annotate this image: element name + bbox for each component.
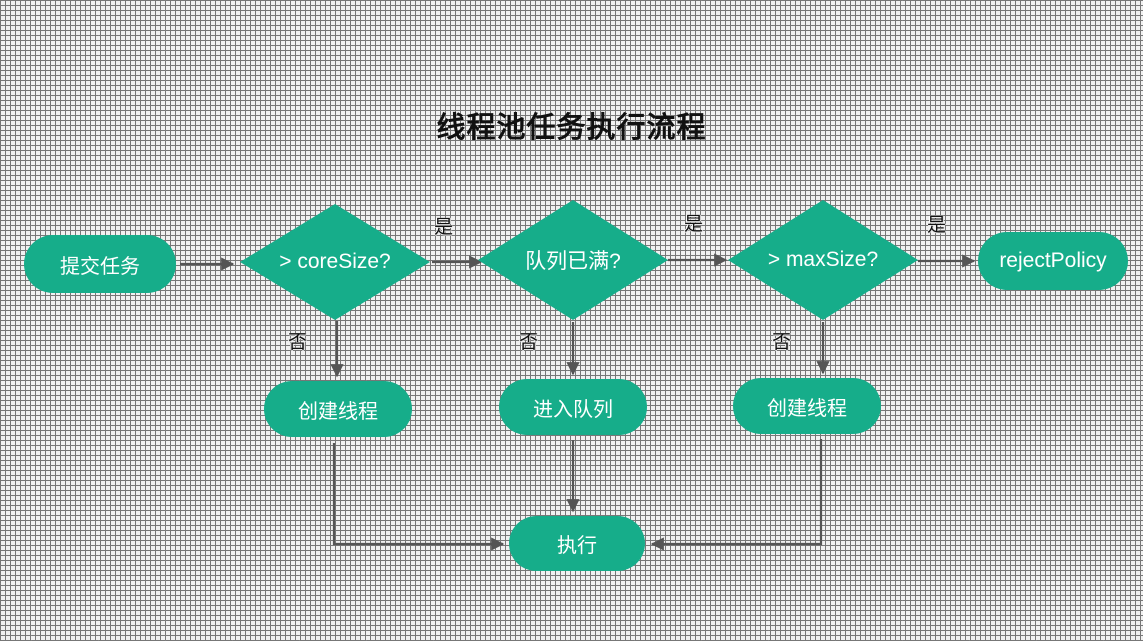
edge-label-max-no-to-create2: 否 xyxy=(772,332,792,353)
page-title: 线程池任务执行流程 xyxy=(436,112,707,144)
edge-label-max-yes-to-reject: 是 xyxy=(927,215,947,236)
grid-line-vertical xyxy=(500,0,501,641)
decision-node-max-size[interactable]: > maxSize? xyxy=(728,200,918,320)
grid-line-vertical xyxy=(299,0,300,641)
edge-create2-to-execute xyxy=(650,439,823,551)
process-node-reject-policy[interactable]: rejectPolicy xyxy=(978,232,1128,290)
grid-line-vertical xyxy=(969,0,970,641)
grid-line-horizontal xyxy=(0,449,1143,450)
node-label: 进入队列 xyxy=(533,398,613,421)
grid-line-vertical xyxy=(1103,0,1104,641)
process-node-create-thread-1[interactable]: 创建线程 xyxy=(264,381,412,437)
node-label: > coreSize? xyxy=(279,250,391,273)
grid-line-horizontal xyxy=(0,47,1143,48)
grid-line-vertical xyxy=(165,0,166,641)
grid-line-vertical xyxy=(98,0,99,641)
edge-label-core-yes-to-queue: 是 xyxy=(434,217,454,238)
grid-line-vertical xyxy=(232,0,233,641)
diamond-shape xyxy=(478,200,668,320)
grid-line-vertical xyxy=(701,0,702,641)
process-node-submit[interactable]: 提交任务 xyxy=(24,235,176,293)
grid-line-vertical xyxy=(1036,0,1037,641)
process-node-enter-queue[interactable]: 进入队列 xyxy=(499,379,647,435)
edge-label-queue-no-to-enter: 否 xyxy=(519,332,539,353)
decision-node-core-size[interactable]: > coreSize? xyxy=(240,204,430,320)
grid-line-vertical xyxy=(433,0,434,641)
node-label: 执行 xyxy=(557,535,597,557)
grid-line-vertical xyxy=(768,0,769,641)
decision-node-queue-full[interactable]: 队列已满? xyxy=(478,200,668,320)
grid-line-vertical xyxy=(835,0,836,641)
grid-line-vertical xyxy=(31,0,32,641)
node-label: 创建线程 xyxy=(767,397,847,420)
grid-line-vertical xyxy=(366,0,367,641)
edge-create1-to-execute xyxy=(332,443,505,551)
grid-line-horizontal xyxy=(0,583,1143,584)
edge-label-core-no-to-create1: 否 xyxy=(288,332,308,353)
process-node-execute[interactable]: 执行 xyxy=(509,516,645,571)
node-label: > maxSize? xyxy=(767,248,879,271)
process-node-create-thread-2[interactable]: 创建线程 xyxy=(733,378,881,434)
node-label: rejectPolicy xyxy=(999,249,1107,272)
edge-label-queue-yes-to-max: 是 xyxy=(684,214,704,235)
diamond-shape xyxy=(728,200,918,320)
node-label: 队列已满? xyxy=(525,250,621,273)
node-label: 提交任务 xyxy=(60,255,140,278)
grid-line-vertical xyxy=(902,0,903,641)
diamond-shape xyxy=(240,204,430,320)
grid-line-horizontal xyxy=(0,181,1143,182)
node-label: 创建线程 xyxy=(298,400,378,423)
